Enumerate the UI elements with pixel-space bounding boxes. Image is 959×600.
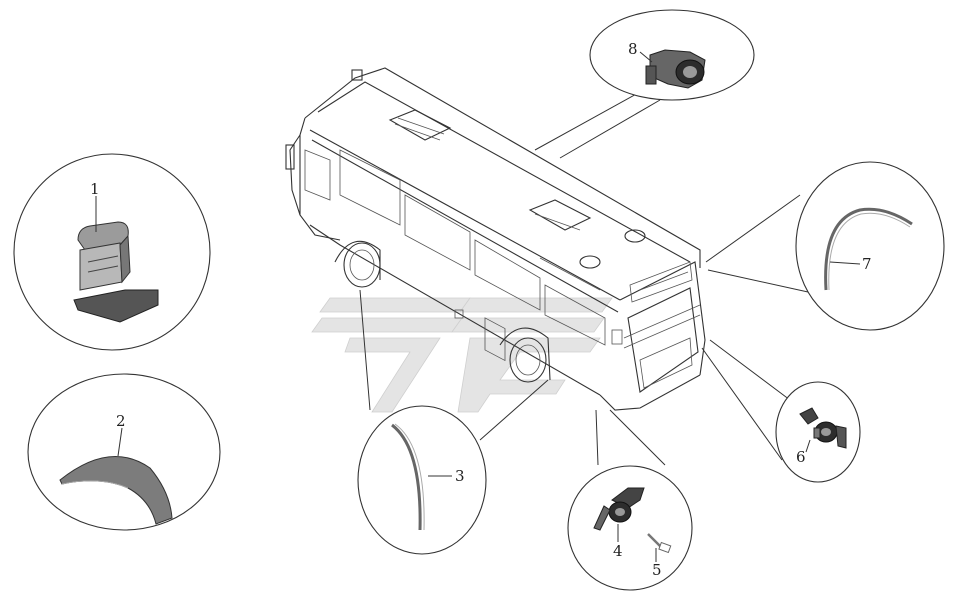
callout-label-3: 3 [455, 467, 465, 485]
callout-label-4: 4 [613, 542, 623, 560]
part-6-door-lock [799, 407, 847, 449]
watermark-logo [311, 297, 613, 413]
part-7-arch-trim [824, 207, 913, 291]
part-3-arch-trim [391, 423, 422, 531]
callout-3: 3 [357, 289, 549, 555]
callout-6: 6 [701, 339, 861, 483]
callout-label-1: 1 [90, 180, 100, 198]
part-5-key [647, 533, 672, 554]
callout-4-5: 4 5 [567, 409, 693, 591]
callout-label-6: 6 [796, 448, 806, 466]
bus-illustration [285, 67, 706, 411]
callout-7: 7 [705, 161, 945, 331]
callout-8: 8 [534, 9, 755, 159]
callout-2: 2 [27, 373, 221, 531]
part-1-clip [73, 221, 159, 323]
callout-label-8: 8 [628, 40, 638, 58]
callout-label-2: 2 [116, 412, 126, 430]
part-4-door-lock [593, 487, 645, 531]
callout-1: 1 [13, 153, 211, 351]
callout-label-7: 7 [862, 255, 872, 273]
callout-label-5: 5 [652, 561, 662, 579]
